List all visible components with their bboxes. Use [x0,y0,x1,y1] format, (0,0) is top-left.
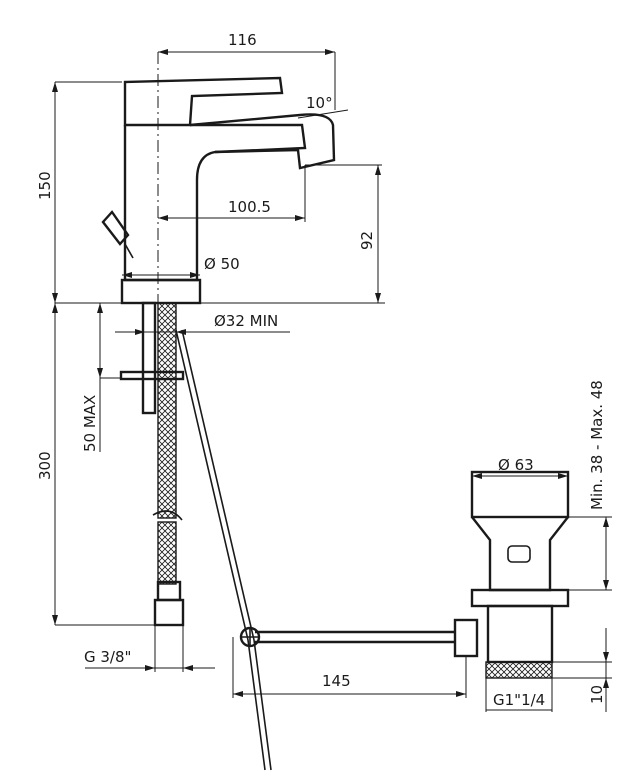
popup-rod [175,329,266,771]
dim-waste-range: Min. 38 - Max. 48 [588,380,606,510]
dim-waste-diameter: Ø 63 [498,456,534,474]
spout [189,113,336,170]
waste-flange [470,588,570,608]
base-ring [120,278,202,305]
rod-housing [453,618,479,658]
dim-waste-thread: G1"1/4 [493,691,545,709]
dim-50-max: 50 MAX [81,395,99,452]
waste-assembly [239,470,570,679]
dim-92: 92 [358,231,376,250]
waste-thread [485,661,553,679]
dim-base-diameter: Ø 50 [204,255,240,273]
waste-body [486,604,554,664]
dim-150: 150 [36,171,54,200]
waste-cap [470,470,570,519]
dim-angle: 10° [306,94,333,112]
dim-300: 300 [36,451,54,480]
hose-nut [156,580,182,602]
dim-100-5: 100.5 [228,198,271,216]
fixing-washer [119,370,185,381]
threaded-rod [141,301,157,415]
dim-145: 145 [322,672,351,690]
connector [153,598,185,627]
dim-waste-lip: 10 [588,685,606,704]
braided-hose [157,302,177,519]
dimensions: 116 10° 150 100.5 92 Ø 50 Ø32 MIN [36,31,612,712]
dim-116: 116 [228,31,257,49]
popup-knob [101,210,130,246]
dim-connection-thread: G 3/8" [84,648,131,666]
hoses [119,301,272,771]
dim-hole-diameter: Ø32 MIN [214,312,278,330]
